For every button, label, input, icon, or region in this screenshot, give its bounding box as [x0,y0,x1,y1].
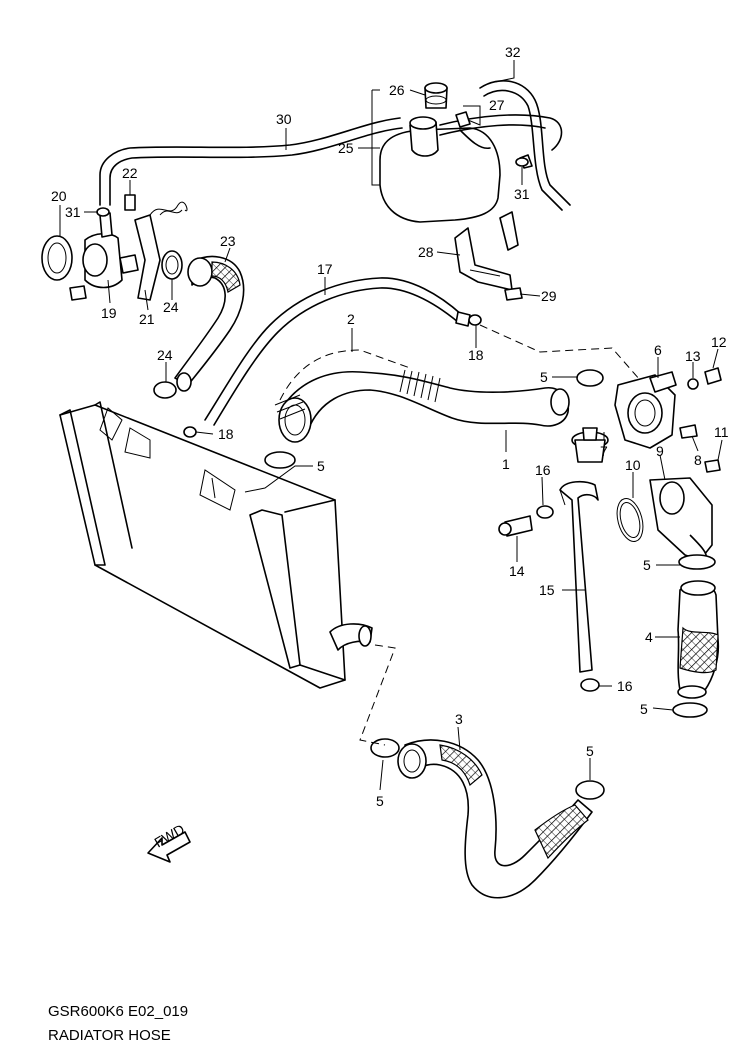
callout-24b: 24 [163,299,179,315]
callout-labels: 1 2 3 4 5 5 5 5 5 5 6 7 8 9 10 11 12 13 … [51,44,729,851]
thermostat-housing-left [41,212,139,289]
callout-4: 4 [645,629,653,645]
callout-5a: 5 [540,369,548,385]
callout-20: 20 [51,188,67,204]
hose-15 [559,480,599,673]
radiator-hose-1 [274,369,570,443]
callout-12: 12 [711,334,727,350]
callout-19: 19 [101,305,117,321]
callout-31b: 31 [514,186,530,202]
callout-9: 9 [656,443,664,459]
radiator [59,401,373,689]
hose-3 [397,739,593,899]
callout-18a: 18 [468,347,484,363]
reservoir-cap [424,82,448,109]
callout-8: 8 [694,452,702,468]
callout-32: 32 [505,44,521,60]
diagram-title: RADIATOR HOSE [48,1027,171,1044]
callout-26: 26 [389,82,405,98]
connection-lines [279,324,641,746]
callout-16a: 16 [535,462,551,478]
callout-5d: 5 [640,701,648,717]
hose-4 [677,580,720,699]
callout-7: 7 [600,443,608,459]
callout-1: 1 [502,456,510,472]
callout-23: 23 [220,233,236,249]
hose-17 [204,277,471,426]
reservoir-tank [379,114,563,223]
callout-25: 25 [338,140,354,156]
callout-2: 2 [347,311,355,327]
callout-5f: 5 [586,743,594,759]
thermostat [571,427,609,463]
callout-31a: 31 [65,204,81,220]
callout-21: 21 [139,311,155,327]
clamps-5 [96,157,716,800]
leader-lines [59,60,723,791]
callout-10: 10 [625,457,641,473]
model-code: GSR600K6 E02_019 [48,1003,189,1020]
callout-3: 3 [455,711,463,727]
callout-27: 27 [489,97,505,113]
callout-5e: 5 [376,793,384,809]
callout-16b: 16 [617,678,633,694]
callout-28: 28 [418,244,434,260]
callout-24a: 24 [157,347,173,363]
bracket-21 [134,201,188,301]
callout-18b: 18 [218,426,234,442]
clamp-24-upper [161,250,183,280]
bolt-14 [498,515,533,537]
callout-6: 6 [654,342,662,358]
callout-17: 17 [317,261,333,277]
o-ring [616,498,644,542]
callout-29: 29 [541,288,557,304]
callout-22: 22 [122,165,138,181]
bolts [69,111,533,301]
callout-15: 15 [539,582,555,598]
fwd-arrow [147,831,191,863]
callout-13: 13 [685,348,701,364]
thermostat-housing-right [614,367,722,473]
hose-23 [174,255,245,392]
hose-30 [99,117,403,206]
reservoir-bracket [454,211,519,291]
callout-5c: 5 [643,557,651,573]
callout-30: 30 [276,111,292,127]
callout-14: 14 [509,563,525,579]
callout-5b: 5 [317,458,325,474]
housing-9 [649,477,713,561]
callout-11: 11 [714,424,729,440]
